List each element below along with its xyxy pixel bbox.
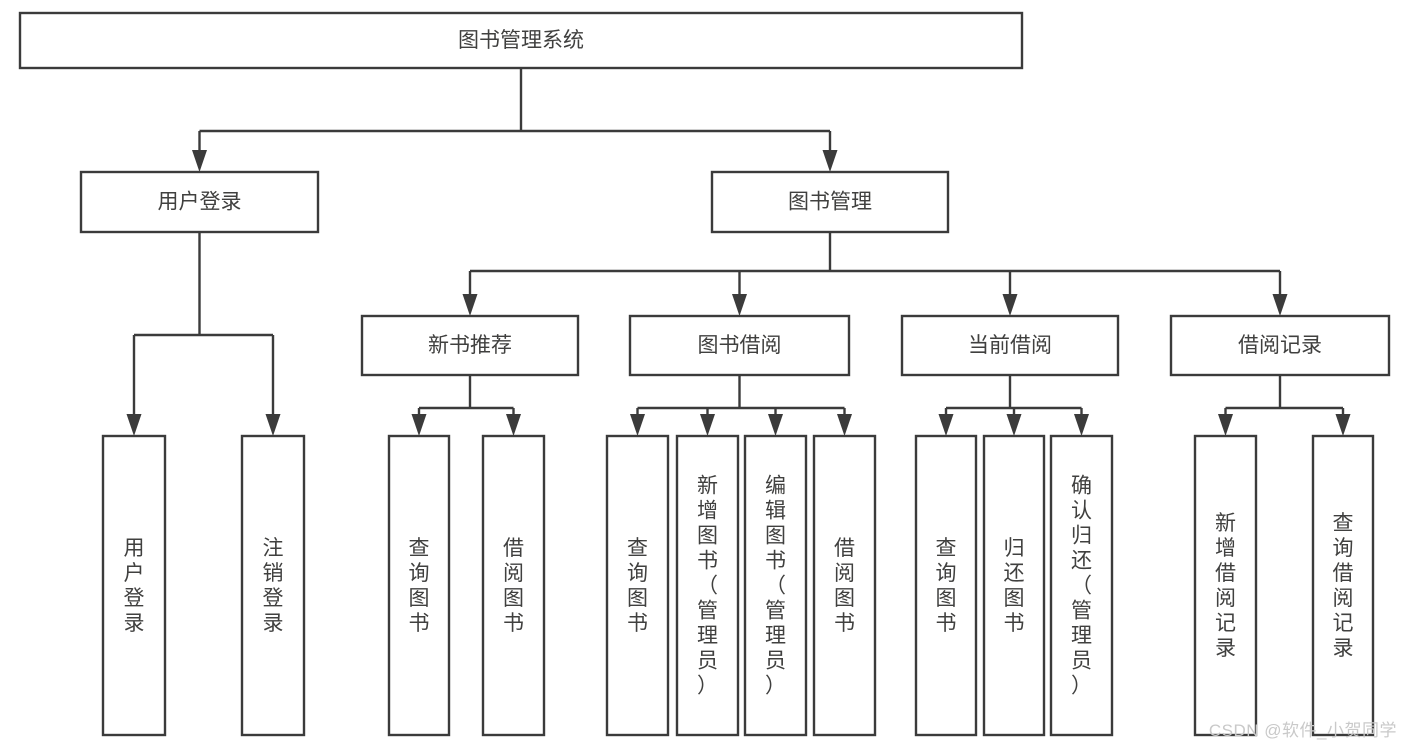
node-box[interactable] bbox=[900, 314, 1120, 377]
node-root[interactable]: 图书管理系统 bbox=[18, 11, 1024, 70]
node-box[interactable] bbox=[982, 434, 1046, 737]
node-label: 用户登录 bbox=[124, 537, 145, 635]
node-leaf_9[interactable]: 查询图书 bbox=[914, 434, 978, 737]
node-l2_b[interactable]: 图书借阅 bbox=[628, 314, 851, 377]
node-leaf_1[interactable]: 用户登录 bbox=[101, 434, 167, 737]
node-box[interactable] bbox=[481, 434, 546, 737]
node-box[interactable] bbox=[79, 170, 320, 234]
node-leaf_5[interactable]: 查询图书 bbox=[605, 434, 670, 737]
node-label: 当前借阅 bbox=[968, 334, 1052, 357]
node-leaf_7[interactable]: 编辑图书（管理员） bbox=[743, 434, 808, 737]
node-label: 新增图书（管理员） bbox=[697, 475, 718, 698]
node-leaf_4[interactable]: 借阅图书 bbox=[481, 434, 546, 737]
arrow-head-icon bbox=[1006, 414, 1022, 436]
node-leaf_3[interactable]: 查询图书 bbox=[387, 434, 451, 737]
node-label: 图书借阅 bbox=[698, 334, 782, 357]
node-box[interactable] bbox=[628, 314, 851, 377]
arrow-head-icon bbox=[506, 414, 521, 436]
node-box[interactable] bbox=[1049, 434, 1114, 737]
node-l1_a[interactable]: 用户登录 bbox=[79, 170, 320, 234]
node-box[interactable] bbox=[812, 434, 877, 737]
connector-group-l1_b bbox=[462, 232, 1288, 316]
node-label: 借阅图书 bbox=[503, 537, 524, 635]
node-leaf_10[interactable]: 归还图书 bbox=[982, 434, 1046, 737]
arrow-head-icon bbox=[938, 414, 954, 436]
node-leaf_11[interactable]: 确认归还（管理员） bbox=[1049, 434, 1114, 737]
arrow-head-icon bbox=[822, 150, 838, 172]
node-box[interactable] bbox=[605, 434, 670, 737]
arrow-head-icon bbox=[1074, 414, 1089, 436]
arrow-head-icon bbox=[411, 414, 427, 436]
node-box[interactable] bbox=[675, 434, 740, 737]
connector-group-l2_d bbox=[1218, 375, 1351, 436]
arrow-head-icon bbox=[1272, 294, 1288, 316]
node-label: 查询图书 bbox=[627, 537, 648, 635]
node-label: 注销登录 bbox=[263, 537, 284, 635]
arrow-head-icon bbox=[1218, 414, 1233, 436]
node-leaf_2[interactable]: 注销登录 bbox=[240, 434, 306, 737]
connector-group-l1_a bbox=[126, 232, 281, 436]
arrow-head-icon bbox=[630, 414, 645, 436]
node-box[interactable] bbox=[743, 434, 808, 737]
node-box[interactable] bbox=[710, 170, 950, 234]
node-leaf_12[interactable]: 新增借阅记录 bbox=[1193, 434, 1258, 737]
connector-layer bbox=[126, 68, 1351, 436]
connector-group-l2_b bbox=[630, 375, 852, 436]
node-box[interactable] bbox=[914, 434, 978, 737]
node-box[interactable] bbox=[360, 314, 580, 377]
node-box[interactable] bbox=[387, 434, 451, 737]
node-layer: 图书管理系统用户登录图书管理新书推荐图书借阅当前借阅借阅记录用户登录注销登录查询… bbox=[18, 11, 1391, 737]
arrow-head-icon bbox=[192, 150, 207, 172]
arrow-head-icon bbox=[1002, 294, 1018, 316]
node-l1_b[interactable]: 图书管理 bbox=[710, 170, 950, 234]
node-box[interactable] bbox=[1311, 434, 1375, 737]
node-leaf_13[interactable]: 查询借阅记录 bbox=[1311, 434, 1375, 737]
arrow-head-icon bbox=[462, 294, 478, 316]
node-label: 确认归还（管理员） bbox=[1071, 475, 1092, 698]
node-label: 查询借阅记录 bbox=[1333, 512, 1354, 660]
watermark-label: CSDN @软件_小贺同学 bbox=[1208, 721, 1397, 740]
arrow-head-icon bbox=[732, 294, 747, 316]
node-label: 归还图书 bbox=[1004, 537, 1025, 635]
node-box[interactable] bbox=[1169, 314, 1391, 377]
node-l2_c[interactable]: 当前借阅 bbox=[900, 314, 1120, 377]
connector-group-l2_a bbox=[411, 375, 521, 436]
arrow-head-icon bbox=[700, 414, 715, 436]
node-label: 借阅图书 bbox=[834, 537, 855, 635]
arrow-head-icon bbox=[768, 414, 783, 436]
node-box[interactable] bbox=[18, 11, 1024, 70]
node-l2_d[interactable]: 借阅记录 bbox=[1169, 314, 1391, 377]
node-label: 新书推荐 bbox=[428, 334, 512, 357]
node-box[interactable] bbox=[1193, 434, 1258, 737]
node-leaf_8[interactable]: 借阅图书 bbox=[812, 434, 877, 737]
connector-group-l2_c bbox=[938, 375, 1089, 436]
node-label: 查询图书 bbox=[409, 537, 430, 635]
arrow-head-icon bbox=[837, 414, 852, 436]
node-box[interactable] bbox=[101, 434, 167, 737]
arrow-head-icon bbox=[265, 414, 281, 436]
node-label: 编辑图书（管理员） bbox=[765, 475, 786, 698]
connector-group-root bbox=[192, 68, 838, 172]
node-label: 借阅记录 bbox=[1238, 334, 1322, 357]
arrow-head-icon bbox=[1335, 414, 1351, 436]
node-label: 查询图书 bbox=[936, 537, 957, 635]
node-label: 图书管理系统 bbox=[458, 29, 584, 52]
node-label: 新增借阅记录 bbox=[1215, 512, 1236, 660]
node-box[interactable] bbox=[240, 434, 306, 737]
node-label: 用户登录 bbox=[158, 191, 242, 214]
node-l2_a[interactable]: 新书推荐 bbox=[360, 314, 580, 377]
node-label: 图书管理 bbox=[788, 191, 872, 214]
node-leaf_6[interactable]: 新增图书（管理员） bbox=[675, 434, 740, 737]
arrow-head-icon bbox=[126, 414, 142, 436]
